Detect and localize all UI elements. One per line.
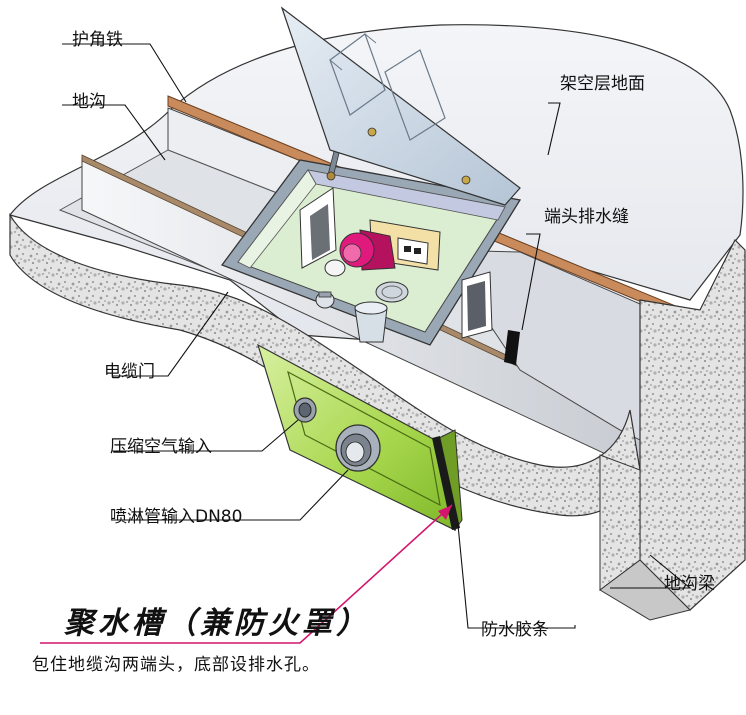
- floor-drain: [375, 281, 409, 303]
- label-corner-iron: 护角铁: [72, 30, 123, 50]
- diagram-title: 聚水槽（兼防火罩）: [64, 606, 370, 641]
- label-end-drain-slot: 端头排水缝: [544, 207, 629, 227]
- end-drain-slot: [504, 330, 520, 365]
- drain-pipe: [354, 301, 388, 343]
- compressed-air-inlet: [293, 397, 317, 423]
- label-trench-beam: 地沟梁: [664, 574, 715, 594]
- leader-lines: [62, 43, 692, 629]
- label-compressed-air-input: 压缩空气输入: [110, 437, 212, 457]
- pump: [324, 229, 396, 277]
- pointer-arrow: [40, 504, 453, 644]
- label-spray-pipe-input: 喷淋管输入DN80: [110, 507, 243, 527]
- trough-lid: [280, 6, 521, 206]
- label-raised-floor: 架空层地面: [560, 74, 645, 94]
- label-cable-door: 电缆门: [104, 362, 155, 382]
- valve: [315, 291, 335, 309]
- diagram-caption: 包住地缆沟两端头，底部设排水孔。: [32, 655, 320, 675]
- label-waterproof-strip: 防水胶条: [481, 620, 549, 640]
- waterproof-strip: [432, 436, 460, 530]
- spray-pipe-inlet: [335, 424, 381, 472]
- label-trench: 地沟: [72, 92, 106, 112]
